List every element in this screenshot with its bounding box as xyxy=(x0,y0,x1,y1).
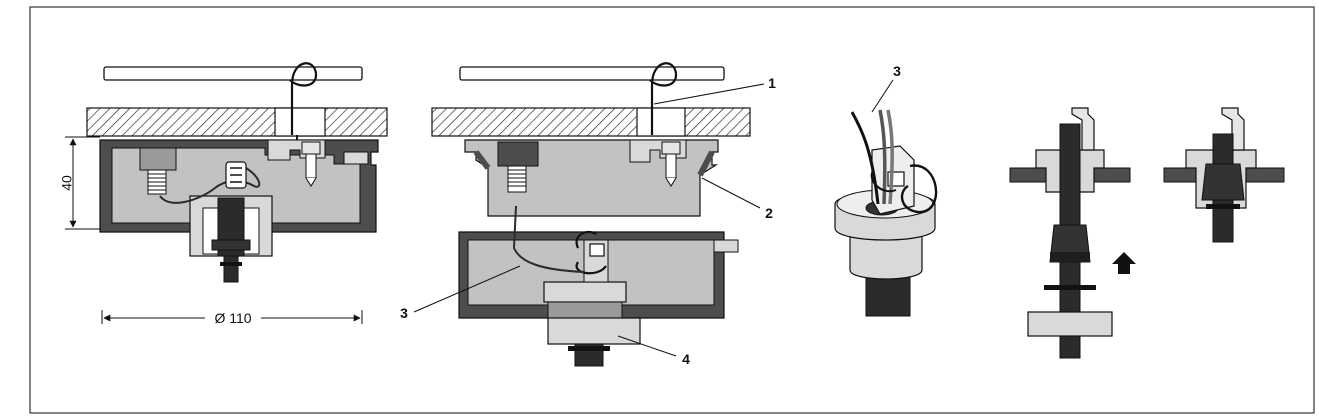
callout-3-upper: 3 xyxy=(893,63,901,79)
rail-tube xyxy=(103,66,363,81)
callout-1: 1 xyxy=(768,75,776,91)
view-seated xyxy=(1163,107,1285,243)
grommet-ring xyxy=(1027,311,1113,337)
view-exploded xyxy=(431,62,751,367)
callout-2: 2 xyxy=(765,205,773,221)
rail-tube-exploded xyxy=(459,66,725,81)
socket-base xyxy=(849,235,923,280)
ceiling-section xyxy=(86,107,388,137)
callout-4: 4 xyxy=(682,351,690,367)
ceiling-section-exploded xyxy=(431,107,751,137)
callouts: 1 2 3 4 3 xyxy=(400,63,901,367)
callout-3-lower: 3 xyxy=(400,305,408,321)
view-assembled: 40 Ø 110 xyxy=(59,62,388,327)
diameter-dimension-label: Ø 110 xyxy=(214,310,251,326)
socket-cap-exploded xyxy=(547,317,641,345)
view-insertion xyxy=(1009,107,1136,359)
view-socket-detail xyxy=(834,109,938,317)
figure-border xyxy=(29,6,1315,414)
up-arrow-icon xyxy=(1112,252,1136,274)
height-dimension-label: 40 xyxy=(59,175,75,191)
